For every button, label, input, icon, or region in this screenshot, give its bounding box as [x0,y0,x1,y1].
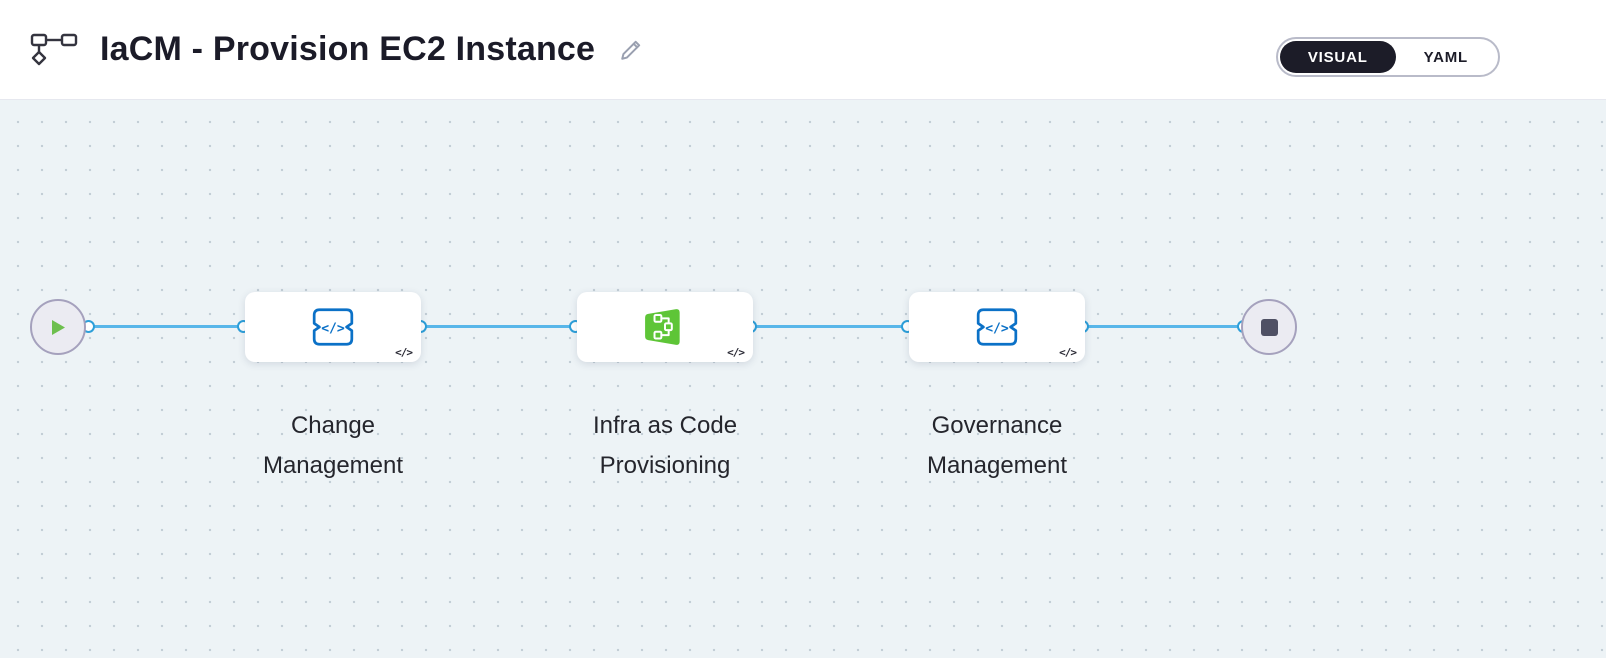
stage-card-infra-as-code-provisioning[interactable]: </> [577,292,753,362]
page-title: IaCM - Provision EC2 Instance [100,30,596,68]
stage-card-change-management[interactable]: </> </> [245,292,421,362]
play-icon [51,319,65,335]
pipeline-start-node[interactable] [30,299,86,355]
pipeline-canvas[interactable]: </> </> </> </> </> Change Management [0,100,1606,658]
tab-yaml[interactable]: YAML [1423,48,1468,66]
svg-text:</>: </> [321,322,345,337]
stage-code-badge: </> [395,346,413,359]
stage-code-badge: </> [727,346,745,359]
stage-label-infra-as-code-provisioning: Infra as Code Provisioning [592,412,738,479]
stop-icon [1260,318,1278,336]
svg-text:</>: </> [985,322,1009,337]
connector-line [1082,325,1243,328]
view-mode-toggle: VISUAL YAML [1275,37,1500,77]
code-step-blue-icon: </> [312,308,354,346]
infra-provision-green-icon [645,309,680,345]
stage-label-governance-management: Governance Management [926,412,1068,479]
stage-code-badge: </> [1059,346,1077,359]
connector-line [420,325,575,328]
pipeline-end-node[interactable] [1241,299,1297,355]
header-bar: IaCM - Provision EC2 Instance VISUAL YAM… [0,0,1606,100]
pipeline-icon [30,32,78,68]
tab-visual[interactable]: VISUAL [1279,41,1396,73]
connector-line [88,325,243,328]
stage-card-governance-management[interactable]: </> </> [909,292,1085,362]
code-step-blue-icon: </> [976,308,1018,346]
stage-label-change-management: Change Management [262,412,404,479]
connector-line [750,325,907,328]
edit-pencil-icon[interactable] [617,36,645,64]
